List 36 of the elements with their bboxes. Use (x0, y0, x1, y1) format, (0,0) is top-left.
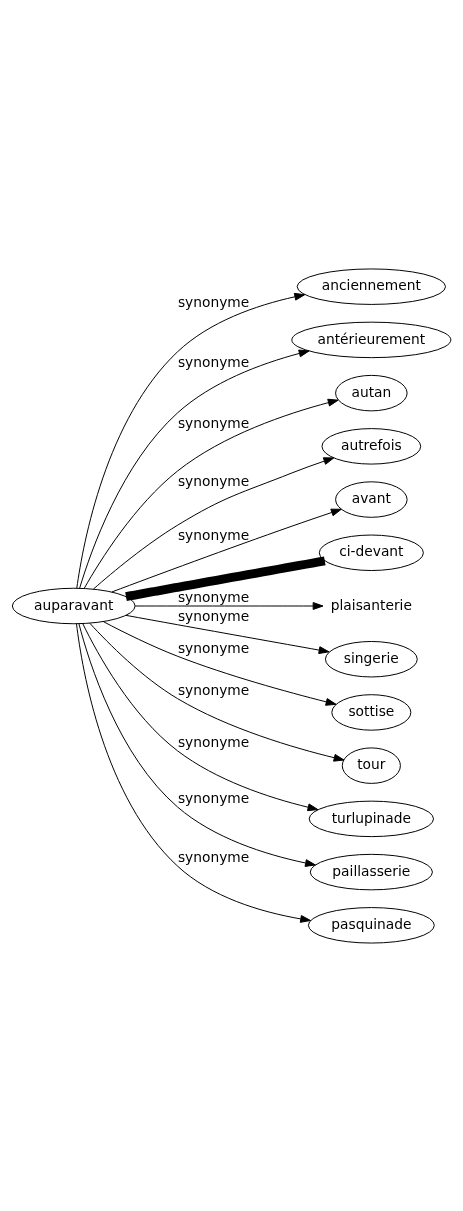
node-ellipse: sottise (331, 693, 412, 731)
edge-label: synonyme (177, 789, 250, 806)
node-ellipse: singerie (324, 640, 418, 677)
edge-label: synonyme (177, 681, 250, 698)
edge-label: synonyme (177, 472, 250, 489)
arrow (89, 622, 345, 762)
edge-label: synonyme (177, 607, 250, 624)
arrow (134, 601, 324, 610)
node-ellipse: anciennement (296, 267, 447, 305)
arrow (76, 292, 306, 589)
arrow (79, 349, 310, 589)
node-ellipse: tour (341, 746, 401, 784)
node-text: plaisanterie (330, 596, 412, 613)
edge-label: synonyme (177, 526, 250, 543)
edge-label: synonyme (177, 733, 250, 750)
arrow (111, 508, 342, 592)
connector (125, 556, 326, 601)
edge-label: synonyme (177, 848, 250, 865)
edge-label: synonyme (177, 293, 250, 310)
arrow (92, 456, 335, 590)
node-ellipse: avant (335, 480, 408, 518)
arrow (102, 620, 337, 706)
arrow (83, 398, 339, 589)
edge-label: synonyme (177, 639, 250, 656)
node-ellipse: auparavant (11, 587, 136, 624)
edge-label: synonyme (177, 588, 250, 605)
node-ellipse: pasquinade (307, 906, 435, 944)
edge-label: synonyme (177, 414, 250, 431)
edge-label: synonyme (177, 353, 250, 370)
arrow (78, 622, 316, 867)
arrow (82, 622, 319, 811)
node-ellipse: ci-devant (318, 534, 424, 571)
arrow (76, 622, 312, 923)
node-ellipse: autan (335, 374, 408, 411)
node-ellipse: paillasserie (309, 853, 433, 890)
arrow (125, 614, 330, 654)
